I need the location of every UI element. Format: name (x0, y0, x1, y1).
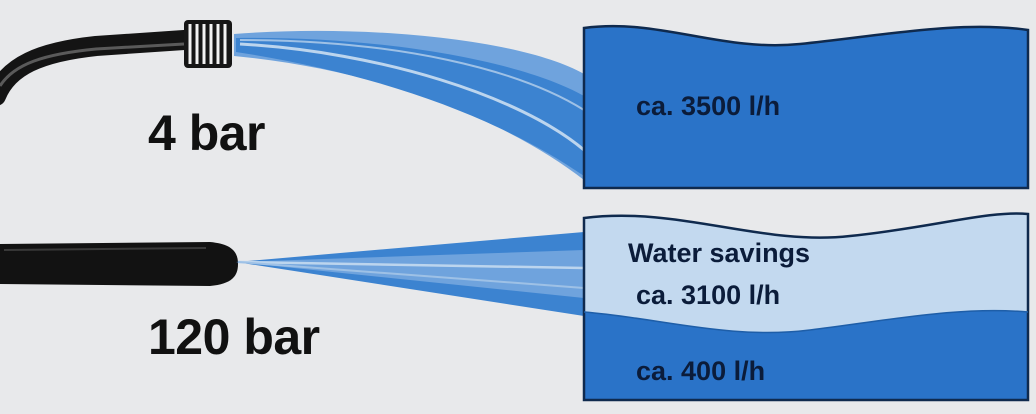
low-pressure-label: 4 bar (148, 105, 266, 161)
low-pressure-water-jet (234, 30, 585, 181)
pressure-washer-nozzle-icon (0, 242, 238, 286)
garden-hose-icon (0, 20, 232, 106)
water-savings-flow-label: ca. 3100 l/h (636, 280, 781, 310)
water-savings-label: Water savings (628, 238, 811, 268)
high-pressure-water-jet (236, 232, 585, 316)
high-pressure-flow-label: ca. 400 l/h (636, 356, 766, 386)
low-pressure-flow-label: ca. 3500 l/h (636, 91, 781, 121)
high-pressure-tank (582, 212, 1030, 402)
low-pressure-tank (582, 24, 1030, 190)
high-pressure-label: 120 bar (148, 309, 320, 365)
